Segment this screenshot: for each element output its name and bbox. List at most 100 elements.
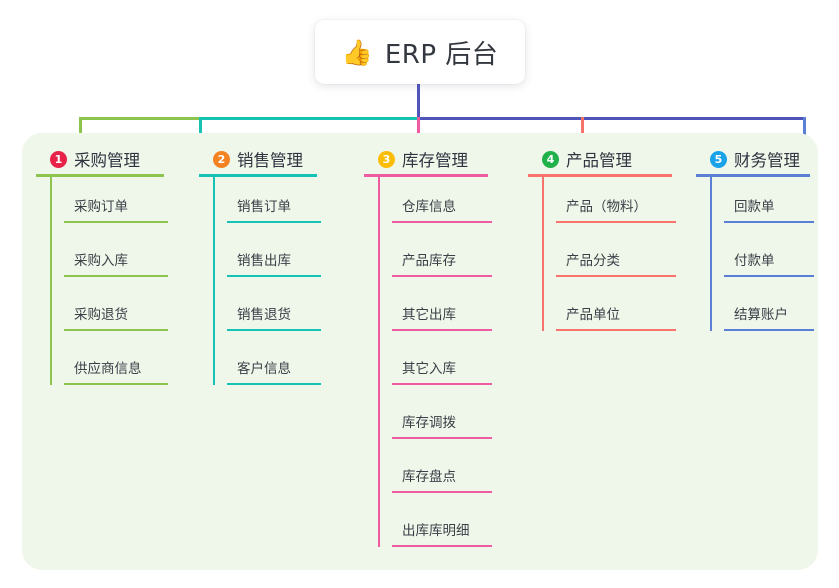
leaf-item[interactable]: 客户信息 <box>227 357 321 385</box>
leaf-item-label: 回款单 <box>734 199 775 215</box>
column-badge-4: 4 <box>542 150 559 168</box>
leaf-item-label: 销售订单 <box>237 199 291 215</box>
leaf-item-rule <box>392 545 492 547</box>
leaf-item-label: 其它入库 <box>402 361 456 377</box>
column-header-rule-3 <box>364 174 488 177</box>
column-header-rule-4 <box>528 174 672 177</box>
column-header-rule-2 <box>199 174 317 177</box>
drop-connector-5 <box>803 117 806 147</box>
leaf-item-rule <box>392 329 492 331</box>
column-badge-3: 3 <box>378 150 395 168</box>
column-header-rule-5 <box>696 174 810 177</box>
leaf-item-rule <box>392 491 492 493</box>
leaf-item-rule <box>556 329 676 331</box>
root-node-label: ERP 后台 <box>384 39 499 70</box>
column-title-3: 库存管理 <box>402 151 468 170</box>
column-title-4: 产品管理 <box>566 151 632 170</box>
leaf-item-label: 采购入库 <box>74 253 128 269</box>
leaf-item-label: 销售退货 <box>237 307 291 323</box>
bus-segment-teal <box>199 117 419 120</box>
leaf-item-rule <box>64 329 168 331</box>
leaf-item[interactable]: 采购订单 <box>64 195 168 223</box>
leaf-item[interactable]: 其它出库 <box>392 303 492 331</box>
leaf-item[interactable]: 仓库信息 <box>392 195 492 223</box>
leaf-item[interactable]: 产品单位 <box>556 303 676 331</box>
leaf-item[interactable]: 其它入库 <box>392 357 492 385</box>
column-header-rule-1 <box>36 174 164 177</box>
leaf-item-label: 客户信息 <box>237 361 291 377</box>
column-title-5: 财务管理 <box>734 151 800 170</box>
leaf-item[interactable]: 结算账户 <box>724 303 814 331</box>
leaf-item-rule <box>64 275 168 277</box>
leaf-item-label: 其它出库 <box>402 307 456 323</box>
leaf-item-label: 产品（物料） <box>566 199 647 215</box>
leaf-item-rule <box>724 329 814 331</box>
leaf-item-label: 付款单 <box>734 253 775 269</box>
leaf-item-rule <box>392 275 492 277</box>
column-header-4[interactable]: 4 产品管理 <box>528 145 672 177</box>
leaf-item-rule <box>724 275 814 277</box>
leaf-item[interactable]: 库存调拨 <box>392 411 492 439</box>
leaf-item-label: 采购订单 <box>74 199 128 215</box>
leaf-item-label: 结算账户 <box>734 307 788 323</box>
drop-connector-2 <box>199 117 202 147</box>
drop-connector-4 <box>581 117 584 147</box>
leaf-item-rule <box>724 221 814 223</box>
leaf-item[interactable]: 回款单 <box>724 195 814 223</box>
leaf-item-label: 销售出库 <box>237 253 291 269</box>
leaf-item-label: 库存调拨 <box>402 415 456 431</box>
column-spine-1 <box>50 177 52 385</box>
leaf-item[interactable]: 采购入库 <box>64 249 168 277</box>
leaf-item-rule <box>227 329 321 331</box>
column-title-1: 采购管理 <box>74 151 140 170</box>
leaf-item-label: 产品分类 <box>566 253 620 269</box>
root-node[interactable]: 👍 ERP 后台 <box>315 20 525 84</box>
column-spine-3 <box>378 177 380 547</box>
column-header-2[interactable]: 2 销售管理 <box>199 145 317 177</box>
trunk-connector <box>417 84 420 119</box>
column-header-5[interactable]: 5 财务管理 <box>696 145 810 177</box>
leaf-item[interactable]: 出库库明细 <box>392 519 492 547</box>
column-badge-5: 5 <box>710 150 727 168</box>
leaf-item-rule <box>227 383 321 385</box>
bus-segment-green <box>79 117 201 120</box>
column-header-3[interactable]: 3 库存管理 <box>364 145 488 177</box>
leaf-item[interactable]: 产品（物料） <box>556 195 676 223</box>
leaf-item[interactable]: 销售订单 <box>227 195 321 223</box>
leaf-item[interactable]: 供应商信息 <box>64 357 168 385</box>
leaf-item-label: 仓库信息 <box>402 199 456 215</box>
drop-connector-3 <box>417 117 420 147</box>
thumbs-up-icon: 👍 <box>341 37 373 67</box>
leaf-item-rule <box>64 221 168 223</box>
leaf-item[interactable]: 销售出库 <box>227 249 321 277</box>
leaf-item-label: 供应商信息 <box>74 361 142 377</box>
drop-connector-1 <box>79 117 82 147</box>
leaf-item-label: 采购退货 <box>74 307 128 323</box>
column-spine-2 <box>213 177 215 385</box>
leaf-item-rule <box>392 437 492 439</box>
leaf-item-label: 产品单位 <box>566 307 620 323</box>
leaf-item[interactable]: 采购退货 <box>64 303 168 331</box>
leaf-item-rule <box>556 221 676 223</box>
leaf-item-label: 库存盘点 <box>402 469 456 485</box>
leaf-item-rule <box>556 275 676 277</box>
column-spine-4 <box>542 177 544 331</box>
column-badge-2: 2 <box>213 150 230 168</box>
leaf-item-rule <box>227 275 321 277</box>
leaf-item[interactable]: 库存盘点 <box>392 465 492 493</box>
leaf-item-rule <box>227 221 321 223</box>
leaf-item-label: 出库库明细 <box>402 523 470 539</box>
leaf-item-rule <box>64 383 168 385</box>
leaf-item-label: 产品库存 <box>402 253 456 269</box>
leaf-item[interactable]: 产品分类 <box>556 249 676 277</box>
column-title-2: 销售管理 <box>237 151 303 170</box>
leaf-item-rule <box>392 383 492 385</box>
leaf-item-rule <box>392 221 492 223</box>
leaf-item[interactable]: 产品库存 <box>392 249 492 277</box>
leaf-item[interactable]: 付款单 <box>724 249 814 277</box>
column-spine-5 <box>710 177 712 331</box>
leaf-item[interactable]: 销售退货 <box>227 303 321 331</box>
